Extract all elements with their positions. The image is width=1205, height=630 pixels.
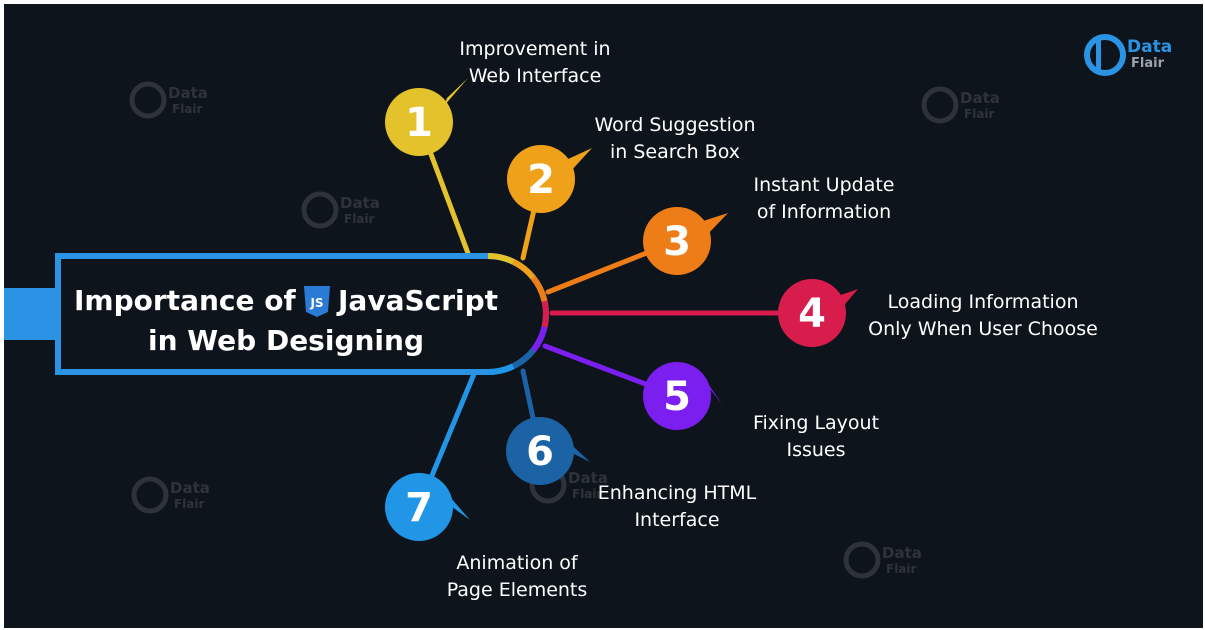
bubble-tail-1 (444, 78, 468, 106)
watermark-text-bottom: Flair (886, 562, 917, 576)
item-node-1: 1 Improvement in Web Interface (385, 38, 611, 156)
watermark-text-top: Data (960, 89, 1000, 107)
item-label-5-line2: Issues (786, 439, 845, 461)
bubble-number-6: 6 (526, 429, 554, 475)
title-line1-part2: JavaScript (336, 284, 498, 317)
item-nodes: 1 Improvement in Web Interface 2 Word Sugges… (385, 38, 1098, 601)
item-label-4-line2: Only When User Choose (868, 318, 1098, 340)
watermark-text-bottom: Flair (964, 107, 995, 121)
title-arc-segment-2 (511, 259, 536, 280)
bubble-tail-2 (566, 148, 592, 172)
title-box-color-arc (487, 252, 549, 376)
item-label-3-line2: of Information (757, 201, 891, 223)
watermark-text-top: Data (568, 469, 608, 487)
bubble-number-4: 4 (798, 291, 826, 337)
bubble-number-1: 1 (405, 100, 433, 146)
title-arc-segment-5 (530, 326, 548, 353)
title-arc-segment-7 (487, 363, 515, 376)
item-label-7-line2: Page Elements (447, 579, 588, 601)
logo-d-bar (1096, 36, 1101, 74)
watermark-text-top: Data (170, 479, 210, 497)
title-arc-segment-4 (541, 300, 549, 328)
item-label-5-line1: Fixing Layout (753, 412, 879, 434)
bubble-number-7: 7 (405, 485, 433, 531)
watermark-text-bottom: Flair (174, 497, 205, 511)
watermark-text-top: Data (168, 84, 208, 102)
watermark-text-top: Data (340, 194, 380, 212)
item-label-3-line1: Instant Update (754, 174, 895, 196)
item-label-2-line1: Word Suggestion (594, 114, 755, 136)
bubble-number-5: 5 (663, 374, 691, 420)
item-node-2: 2 Word Suggestion in Search Box (507, 114, 756, 213)
title-line1-part1: Importance of (74, 284, 296, 317)
number-bubble-5 (643, 362, 711, 430)
title-arc-segment-6 (511, 348, 536, 369)
logo-d-icon (1084, 34, 1126, 76)
title-arc-segment-3 (530, 275, 548, 302)
number-bubble-6 (506, 417, 574, 485)
watermark-d-icon (843, 541, 881, 579)
item-label-1-line2: Web Interface (469, 65, 602, 87)
title-arc-segment-1 (487, 252, 515, 265)
watermark-text-bottom: Flair (172, 102, 203, 116)
item-label-6-line2: Interface (634, 509, 719, 531)
item-label-7-line1: Animation of (456, 552, 579, 574)
number-bubble-2 (507, 145, 575, 213)
watermark-d-icon (131, 476, 169, 514)
dataflair-logo: Data Flair (1084, 34, 1172, 76)
title-box-stub (4, 288, 56, 340)
bubble-number-2: 2 (527, 157, 555, 203)
number-bubble-1 (385, 88, 453, 156)
js-badge: JS (304, 286, 330, 317)
logo-text-bottom: Flair (1131, 56, 1165, 71)
item-label-6-line1: Enhancing HTML (598, 482, 757, 504)
watermark-d-icon (301, 191, 339, 229)
logo-text-top: Data (1127, 37, 1172, 57)
js-badge-label: JS (309, 296, 323, 310)
watermark-d-icon (921, 86, 959, 124)
title-box (4, 252, 549, 376)
item-label-2-line2: in Search Box (610, 141, 740, 163)
title-line2: in Web Designing (148, 324, 424, 357)
number-bubble-4 (778, 279, 846, 347)
watermark-text-bottom: Flair (344, 212, 375, 226)
bubble-number-3: 3 (663, 219, 691, 265)
item-label-4-line1: Loading Information (888, 291, 1079, 313)
watermark-group: DataFlairDataFlairDataFlairDataFlairData… (129, 81, 1000, 579)
js-shield-icon (304, 286, 330, 317)
watermark-text-bottom: Flair (572, 487, 603, 501)
item-label-1-line1: Improvement in (459, 38, 610, 60)
number-bubble-3 (643, 207, 711, 275)
item-node-3: 3 Instant Update of Information (643, 174, 894, 275)
watermark-text-top: Data (882, 544, 922, 562)
number-bubble-7 (385, 473, 453, 541)
watermark-d-icon (129, 81, 167, 119)
